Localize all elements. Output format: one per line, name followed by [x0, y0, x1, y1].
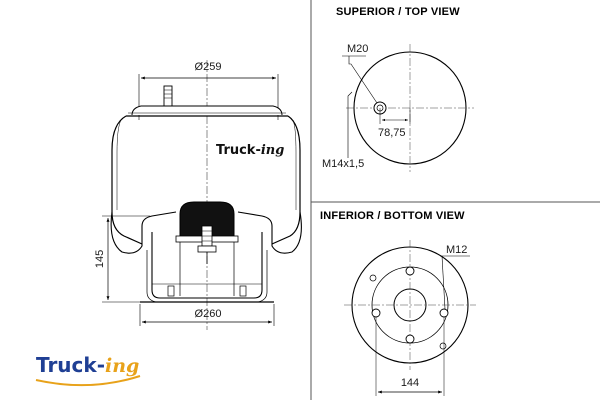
bottom-diameter-label: Ø260 [195, 308, 222, 320]
svg-text:Truck-ing: Truck-ing [216, 143, 284, 158]
height-label: 145 [94, 250, 106, 268]
top-view-heading: SUPERIOR / TOP VIEW [336, 6, 460, 18]
top-view: SUPERIOR / TOP VIEW M20 78,75 M14x1,5 [322, 6, 474, 172]
bellow-brand-logo: Truck-ing [216, 143, 284, 158]
top-plate [126, 105, 288, 117]
panel-borders [310, 0, 600, 400]
brand-logo: Truck-ing [35, 353, 141, 387]
bottom-view-heading: INFERIOR / BOTTOM VIEW [320, 210, 465, 222]
bottom-diameter-dimension: Ø260 [139, 304, 275, 326]
stud-thread-label: M20 [347, 43, 368, 55]
piston [140, 232, 274, 303]
bolt-hole-icon [369, 266, 449, 350]
air-fitting-thread-label: M14x1,5 [322, 158, 364, 170]
brand-main-text: Truck- [36, 353, 105, 377]
center-bolt [197, 225, 217, 264]
bumper [179, 201, 235, 239]
svg-text:Truck-ing: Truck-ing [36, 353, 139, 377]
offset-label: 78,75 [378, 127, 406, 139]
side-view: Ø259 [94, 60, 302, 330]
bolt-spacing-label: 144 [401, 377, 419, 389]
bottom-view: INFERIOR / BOTTOM VIEW M12 144 [320, 210, 476, 396]
rolling-lobe [110, 211, 302, 254]
height-dimension: 145 [94, 215, 150, 303]
brand-script-text: ing [105, 355, 139, 377]
top-diameter-label: Ø259 [195, 61, 222, 73]
bolt-thread-label: M12 [446, 244, 467, 256]
